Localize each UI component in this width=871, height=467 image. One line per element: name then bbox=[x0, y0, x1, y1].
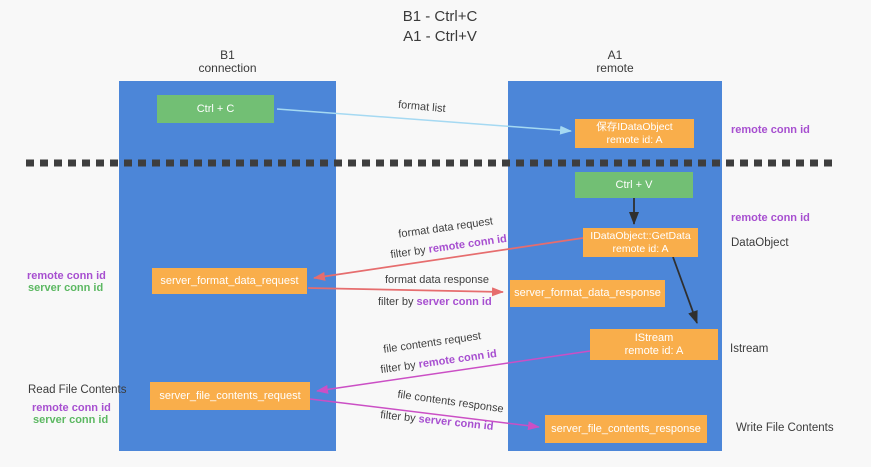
istream-line2: remote id: A bbox=[624, 344, 684, 357]
right-remote-conn-id-label-1: remote conn id bbox=[731, 124, 810, 136]
server-format-data-request-box: server_format_data_request bbox=[152, 268, 307, 294]
title-line-b1: B1 - Ctrl+C bbox=[402, 8, 478, 25]
file-contents-response-label: file contents response bbox=[396, 388, 505, 416]
lifeline-header-a1: A1 remote bbox=[508, 49, 722, 75]
filter-by-text: filter by bbox=[378, 296, 417, 308]
left-server-conn-id-label-2: server conn id bbox=[33, 414, 109, 426]
format-list-label: format list bbox=[397, 98, 447, 116]
server-conn-id-key: server conn id bbox=[417, 413, 495, 433]
server-file-contents-request-label: server_file_contents_request bbox=[159, 389, 301, 402]
istream-box: IStream remote id: A bbox=[590, 329, 718, 360]
read-file-contents-label: Read File Contents bbox=[28, 384, 127, 396]
getdata-line1: IDataObject::GetData bbox=[590, 229, 691, 242]
lifeline-a1-role: remote bbox=[596, 61, 634, 75]
server-file-contents-response-box: server_file_contents_response bbox=[545, 415, 707, 443]
left-server-conn-id-label-1: server conn id bbox=[28, 282, 104, 294]
save-dataobject-line1: 保存IDataObject bbox=[596, 120, 673, 133]
ctrl-c-box: Ctrl + C bbox=[157, 95, 274, 123]
ctrl-v-label: Ctrl + V bbox=[615, 178, 653, 191]
remote-conn-id-key: remote conn id bbox=[417, 347, 498, 371]
server-conn-id-key: server conn id bbox=[416, 296, 492, 308]
write-file-contents-label: Write File Contents bbox=[736, 422, 834, 434]
filter-by-text: filter by bbox=[389, 243, 430, 262]
lifeline-b1-role: connection bbox=[198, 61, 257, 75]
remote-conn-id-key: remote conn id bbox=[427, 232, 508, 256]
title-line-a1: A1 - Ctrl+V bbox=[403, 28, 477, 45]
istream-line1: IStream bbox=[634, 331, 674, 344]
dataobject-label: DataObject bbox=[731, 237, 789, 249]
ctrl-c-label: Ctrl + C bbox=[196, 102, 235, 115]
diagram-title: B1 - Ctrl+C A1 - Ctrl+V bbox=[330, 7, 550, 47]
left-remote-conn-id-label-2: remote conn id bbox=[32, 402, 111, 414]
getdata-line2: remote id: A bbox=[612, 242, 669, 255]
format-data-response-filter-label: filter by server conn id bbox=[378, 296, 492, 308]
lifeline-b1-name: B1 bbox=[220, 48, 235, 62]
filter-by-text: filter by bbox=[379, 358, 420, 377]
left-remote-conn-id-label-1: remote conn id bbox=[27, 270, 106, 282]
server-file-contents-response-label: server_file_contents_response bbox=[551, 422, 701, 435]
save-dataobject-box: 保存IDataObject remote id: A bbox=[575, 119, 694, 148]
lifeline-a1-name: A1 bbox=[607, 48, 623, 62]
save-dataobject-line2: remote id: A bbox=[606, 133, 663, 146]
format-data-response-label: format data response bbox=[385, 274, 489, 286]
ctrl-v-box: Ctrl + V bbox=[575, 172, 693, 198]
file-contents-response-filter-label: filter by server conn id bbox=[380, 409, 494, 433]
server-file-contents-request-box: server_file_contents_request bbox=[150, 382, 310, 410]
filter-by-text: filter by bbox=[379, 409, 420, 426]
right-remote-conn-id-label-2: remote conn id bbox=[731, 212, 810, 224]
format-data-response-arrow bbox=[307, 287, 504, 297]
istream-side-label: Istream bbox=[730, 343, 769, 355]
server-format-data-response-label: server_format_data_response bbox=[514, 287, 661, 299]
getdata-box: IDataObject::GetData remote id: A bbox=[583, 228, 698, 257]
server-format-data-request-label: server_format_data_request bbox=[160, 274, 299, 287]
server-format-data-response-box: server_format_data_response bbox=[510, 280, 665, 307]
lifeline-header-b1: B1 connection bbox=[119, 49, 336, 75]
